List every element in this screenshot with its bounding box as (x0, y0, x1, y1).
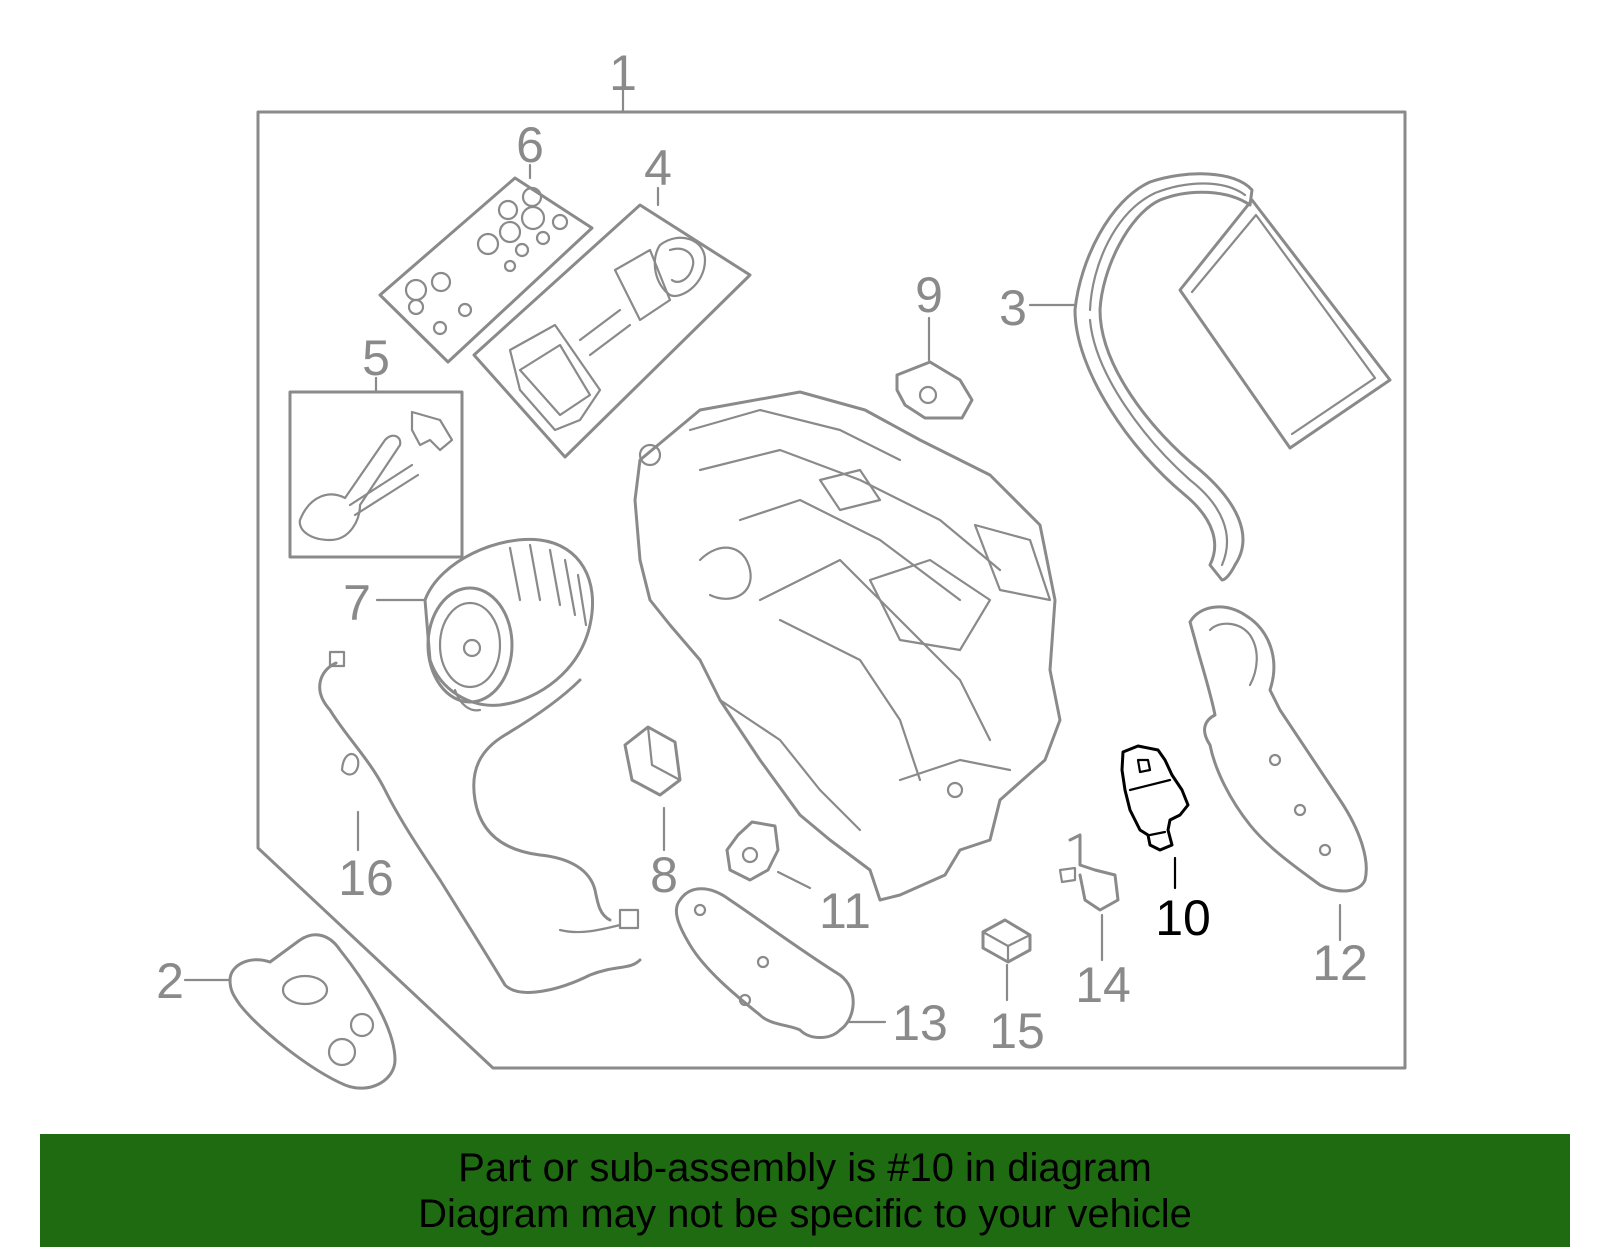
callout-10: 10 (1155, 890, 1211, 946)
callout-12: 12 (1312, 935, 1368, 991)
callout-16: 16 (338, 850, 394, 906)
callout-15: 15 (989, 1003, 1045, 1059)
callout-11: 11 (819, 883, 871, 939)
part-6-gasket-sheet (378, 176, 594, 364)
callout-5: 5 (362, 330, 390, 386)
part-7-blower-motor (423, 537, 595, 712)
part-3-heater-core (1073, 172, 1392, 582)
part-9-actuator (895, 360, 974, 420)
callout-13: 13 (892, 995, 948, 1051)
part-13-seal (674, 887, 855, 1039)
info-banner: Part or sub-assembly is #10 in diagram D… (40, 1134, 1570, 1247)
part-8-module (623, 725, 682, 797)
banner-line-disclaimer: Diagram may not be specific to your vehi… (418, 1191, 1192, 1236)
leader-11 (776, 870, 812, 890)
part-4-valve-kit (472, 203, 752, 459)
part-15-pad (981, 918, 1032, 964)
callout-3: 3 (999, 280, 1027, 336)
assembly-panel (256, 110, 1407, 1070)
part-14-sensor (1058, 833, 1120, 912)
hvac-housing (633, 390, 1062, 902)
part-16-wiring-harness (318, 650, 642, 994)
callout-8: 8 (650, 847, 678, 903)
callout-4: 4 (644, 140, 672, 196)
callout-1: 1 (609, 45, 637, 101)
callout-14: 14 (1075, 957, 1131, 1013)
banner-line-part: Part or sub-assembly is #10 in diagram (458, 1145, 1152, 1190)
part-5-pipe-assembly (288, 390, 464, 559)
callout-9: 9 (915, 267, 943, 323)
part-2-gasket (228, 933, 397, 1090)
part-10-actuator-highlighted[interactable] (1120, 744, 1190, 852)
part-12-duct-cover (1188, 605, 1368, 893)
part-11-actuator (725, 820, 780, 882)
callout-2: 2 (156, 953, 184, 1009)
callout-7: 7 (343, 575, 371, 631)
callout-6: 6 (516, 117, 544, 173)
